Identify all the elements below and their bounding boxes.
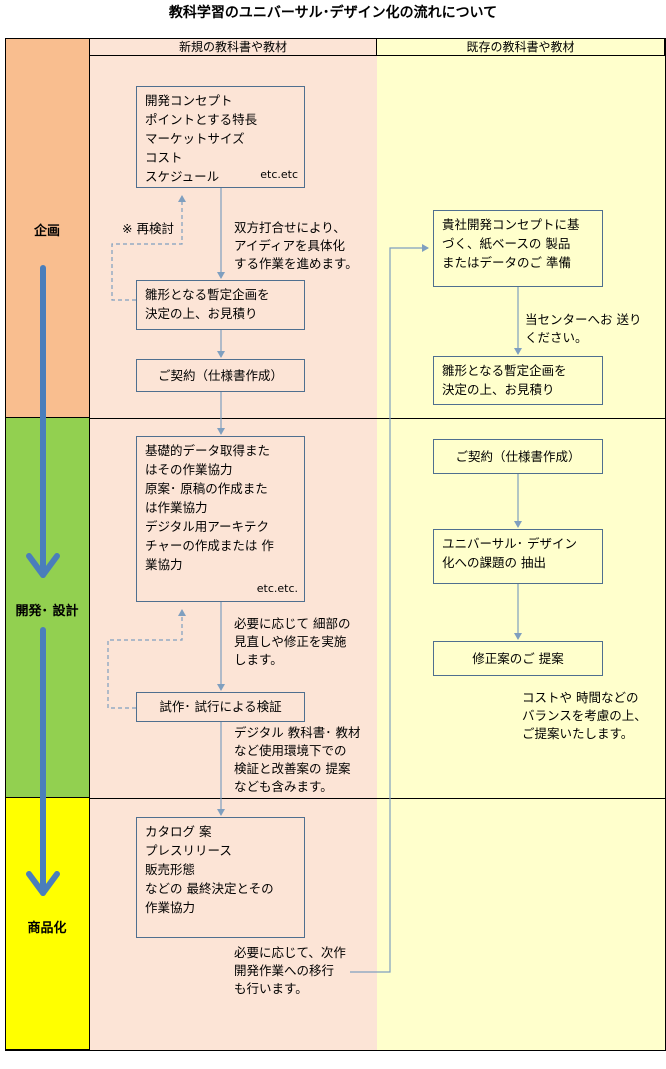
trial-line: なども含みます。 — [234, 779, 333, 794]
concept-item: コスト — [145, 150, 183, 165]
proposal-line: コストや 時間などの — [522, 690, 639, 705]
review-line: 見直しや修正を実施 — [234, 634, 347, 649]
diagram-title: 教科学習のユニバーサル･デザイン化の流れについて — [168, 5, 498, 21]
prepare-line: またはデータのご 準備 — [442, 255, 571, 270]
new-contract-box: ご契約（仕様書作成） — [136, 359, 305, 392]
estimate-line: 決定の上、お見積り — [145, 306, 258, 321]
extract-line: ユニバーサル･ デザイン — [442, 536, 577, 551]
trial-line: デジタル 教科書･ 教材 — [234, 725, 361, 740]
commercial-line: 販売形態 — [145, 862, 196, 877]
next-line: も行います。 — [234, 981, 308, 996]
concept-item: ポイントとする特長 — [145, 112, 258, 127]
prepare-line: 貴社開発コンセプトに基 — [442, 217, 580, 232]
estimate-line: 決定の上、お見積り — [442, 382, 555, 397]
column-divider — [89, 38, 90, 1051]
send-line: 当センターへお 送り — [525, 312, 642, 327]
development-line: 基礎的データ取得また — [145, 443, 271, 458]
phase-divider — [89, 798, 666, 799]
trial-note: デジタル 教科書･ 教材 など使用環境下での 検証と改善案の 提案 なども含みま… — [234, 724, 360, 796]
concept-box: 開発コンセプト ポイントとする特長 マーケットサイズ コスト スケジュール et… — [136, 86, 305, 188]
concept-item: 開発コンセプト — [145, 93, 233, 108]
proposal-line: ご提案いたします。 — [522, 726, 634, 741]
concept-item: スケジュール — [145, 169, 220, 184]
prepare-box: 貴社開発コンセプトに基 づく、紙ベースの 製品 またはデータのご 準備 — [433, 210, 603, 287]
proposal-line: バランスを考慮の上、 — [522, 708, 647, 723]
concept-etc: etc.etc — [260, 168, 298, 181]
review-line: します。 — [234, 652, 283, 667]
development-line: は作業協力 — [145, 500, 208, 515]
discussion-line: 双方打合せにより、 — [234, 220, 346, 235]
commercial-line: などの 最終決定とその — [145, 881, 274, 896]
proposal-note: コストや 時間などの バランスを考慮の上、 ご提案いたします。 — [522, 689, 647, 743]
new-column-bg — [89, 56, 377, 1050]
commercial-line: カタログ 案 — [145, 824, 212, 839]
existing-column-bg — [377, 56, 665, 1050]
review-note: 必要に応じて 細部の 見直しや修正を実施 します。 — [234, 615, 350, 669]
discussion-line: アイディアを具体化 — [234, 238, 346, 253]
development-line: はその作業協力 — [145, 462, 233, 477]
discussion-note: 双方打合せにより、 アイディアを具体化 する作業を進めます。 — [234, 219, 358, 273]
next-note: 必要に応じて、次作 開発作業への移行 も行います。 — [234, 944, 346, 998]
estimate-line: 雛形となる暫定企画を — [442, 363, 567, 378]
review-line: 必要に応じて 細部の — [234, 616, 351, 631]
commercial-line: 作業協力 — [145, 900, 196, 915]
development-line: 業協力 — [145, 557, 183, 572]
proposal-box: 修正案のご 提案 — [433, 641, 603, 676]
new-estimate-box: 雛形となる暫定企画を 決定の上、お見積り — [136, 280, 305, 330]
extract-box: ユニバーサル･ デザイン 化への課題の 抽出 — [433, 529, 603, 584]
existing-contract-box: ご契約（仕様書作成） — [433, 439, 603, 474]
next-line: 開発作業への移行 — [234, 963, 335, 978]
commercial-line: プレスリリース — [145, 843, 232, 858]
send-line: ください。 — [525, 330, 588, 345]
extract-line: 化への課題の 抽出 — [442, 555, 546, 570]
development-etc: etc.etc. — [256, 582, 298, 595]
development-box: 基礎的データ取得また はその作業協力 原案･ 原稿の作成また は作業協力 デジタ… — [136, 436, 305, 602]
phase-label-development: 開発･ 設計 — [15, 604, 79, 619]
phase-arrow-2-head — [26, 871, 60, 896]
discussion-line: する作業を進めます。 — [234, 256, 358, 271]
development-line: 原案･ 原稿の作成また — [145, 481, 268, 496]
development-line: チャーの作成または 作 — [145, 538, 274, 553]
next-line: 必要に応じて、次作 — [234, 945, 346, 960]
reconsider-note: ※ 再検討 — [122, 221, 174, 236]
trial-line: 検証と改善案の 提案 — [234, 761, 351, 776]
trial-line: など使用環境下での — [234, 743, 347, 758]
concept-item: マーケットサイズ — [145, 131, 245, 146]
phase-label-planning: 企画 — [33, 224, 60, 239]
phase-label-commercialization: 商品化 — [27, 921, 67, 936]
estimate-line: 雛形となる暫定企画を — [145, 287, 270, 302]
existing-estimate-box: 雛形となる暫定企画を 決定の上、お見積り — [433, 356, 603, 405]
development-line: デジタル用アーキテク — [145, 519, 270, 534]
phase-development-band — [5, 418, 90, 798]
send-note: 当センターへお 送り ください。 — [525, 311, 641, 347]
trial-box: 試作･ 試行による検証 — [136, 692, 305, 722]
phase-divider — [89, 418, 666, 419]
phase-arrow-1-head — [26, 553, 60, 578]
prepare-line: づく、紙ベースの 製品 — [442, 236, 571, 251]
commercial-box: カタログ 案 プレスリリース 販売形態 などの 最終決定とその 作業協力 — [136, 817, 305, 938]
